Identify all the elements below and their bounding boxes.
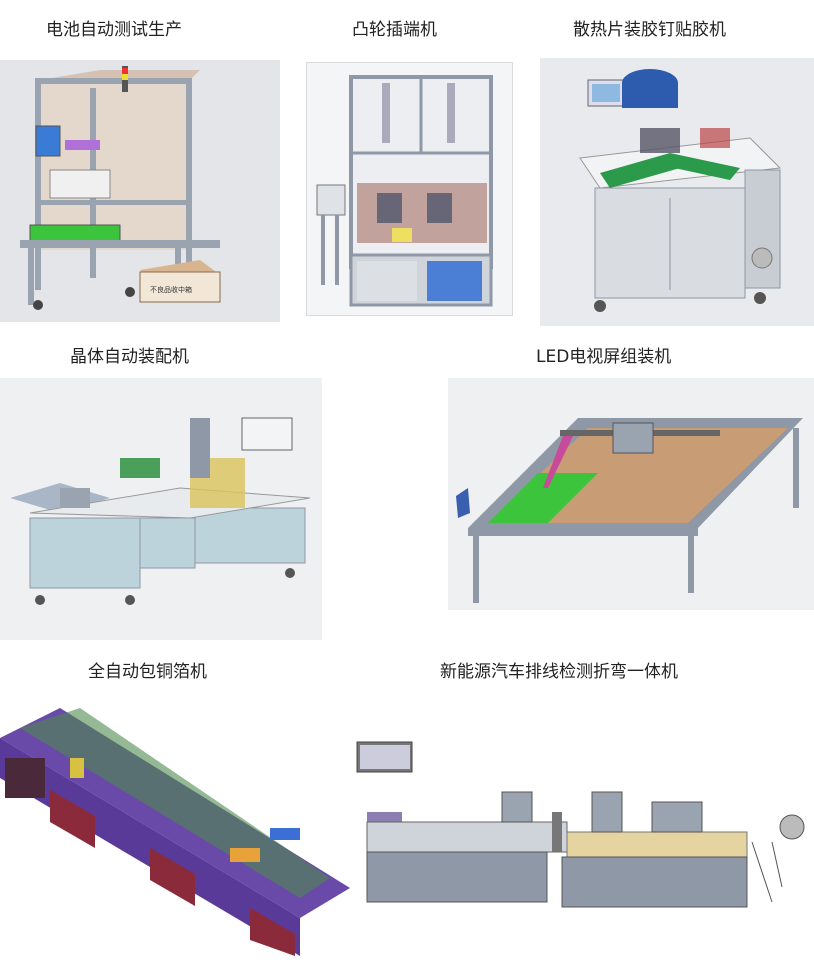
- image-led-tv-machine: [448, 378, 814, 610]
- image-heatsink-machine: [540, 58, 814, 326]
- caption-battery-test: 电池自动测试生产: [46, 20, 182, 40]
- caption-cam-insert: 凸轮插端机: [352, 20, 437, 40]
- caption-led-tv: LED电视屏组装机: [536, 347, 672, 367]
- image-copper-foil-machine: [0, 698, 350, 960]
- caption-copper-foil: 全自动包铜箔机: [88, 662, 207, 682]
- caption-crystal: 晶体自动装配机: [70, 347, 189, 367]
- image-crystal-machine: [0, 378, 322, 640]
- caption-ev-cable: 新能源汽车排线检测折弯一体机: [440, 662, 678, 682]
- image-ev-cable-machine: [352, 712, 814, 960]
- caption-heatsink: 散热片装胶钉贴胶机: [573, 20, 726, 40]
- box-label: 不良品收中箱: [150, 285, 192, 294]
- image-battery-test-machine: 不良品收中箱: [0, 60, 280, 322]
- image-cam-insert-machine: [306, 62, 513, 316]
